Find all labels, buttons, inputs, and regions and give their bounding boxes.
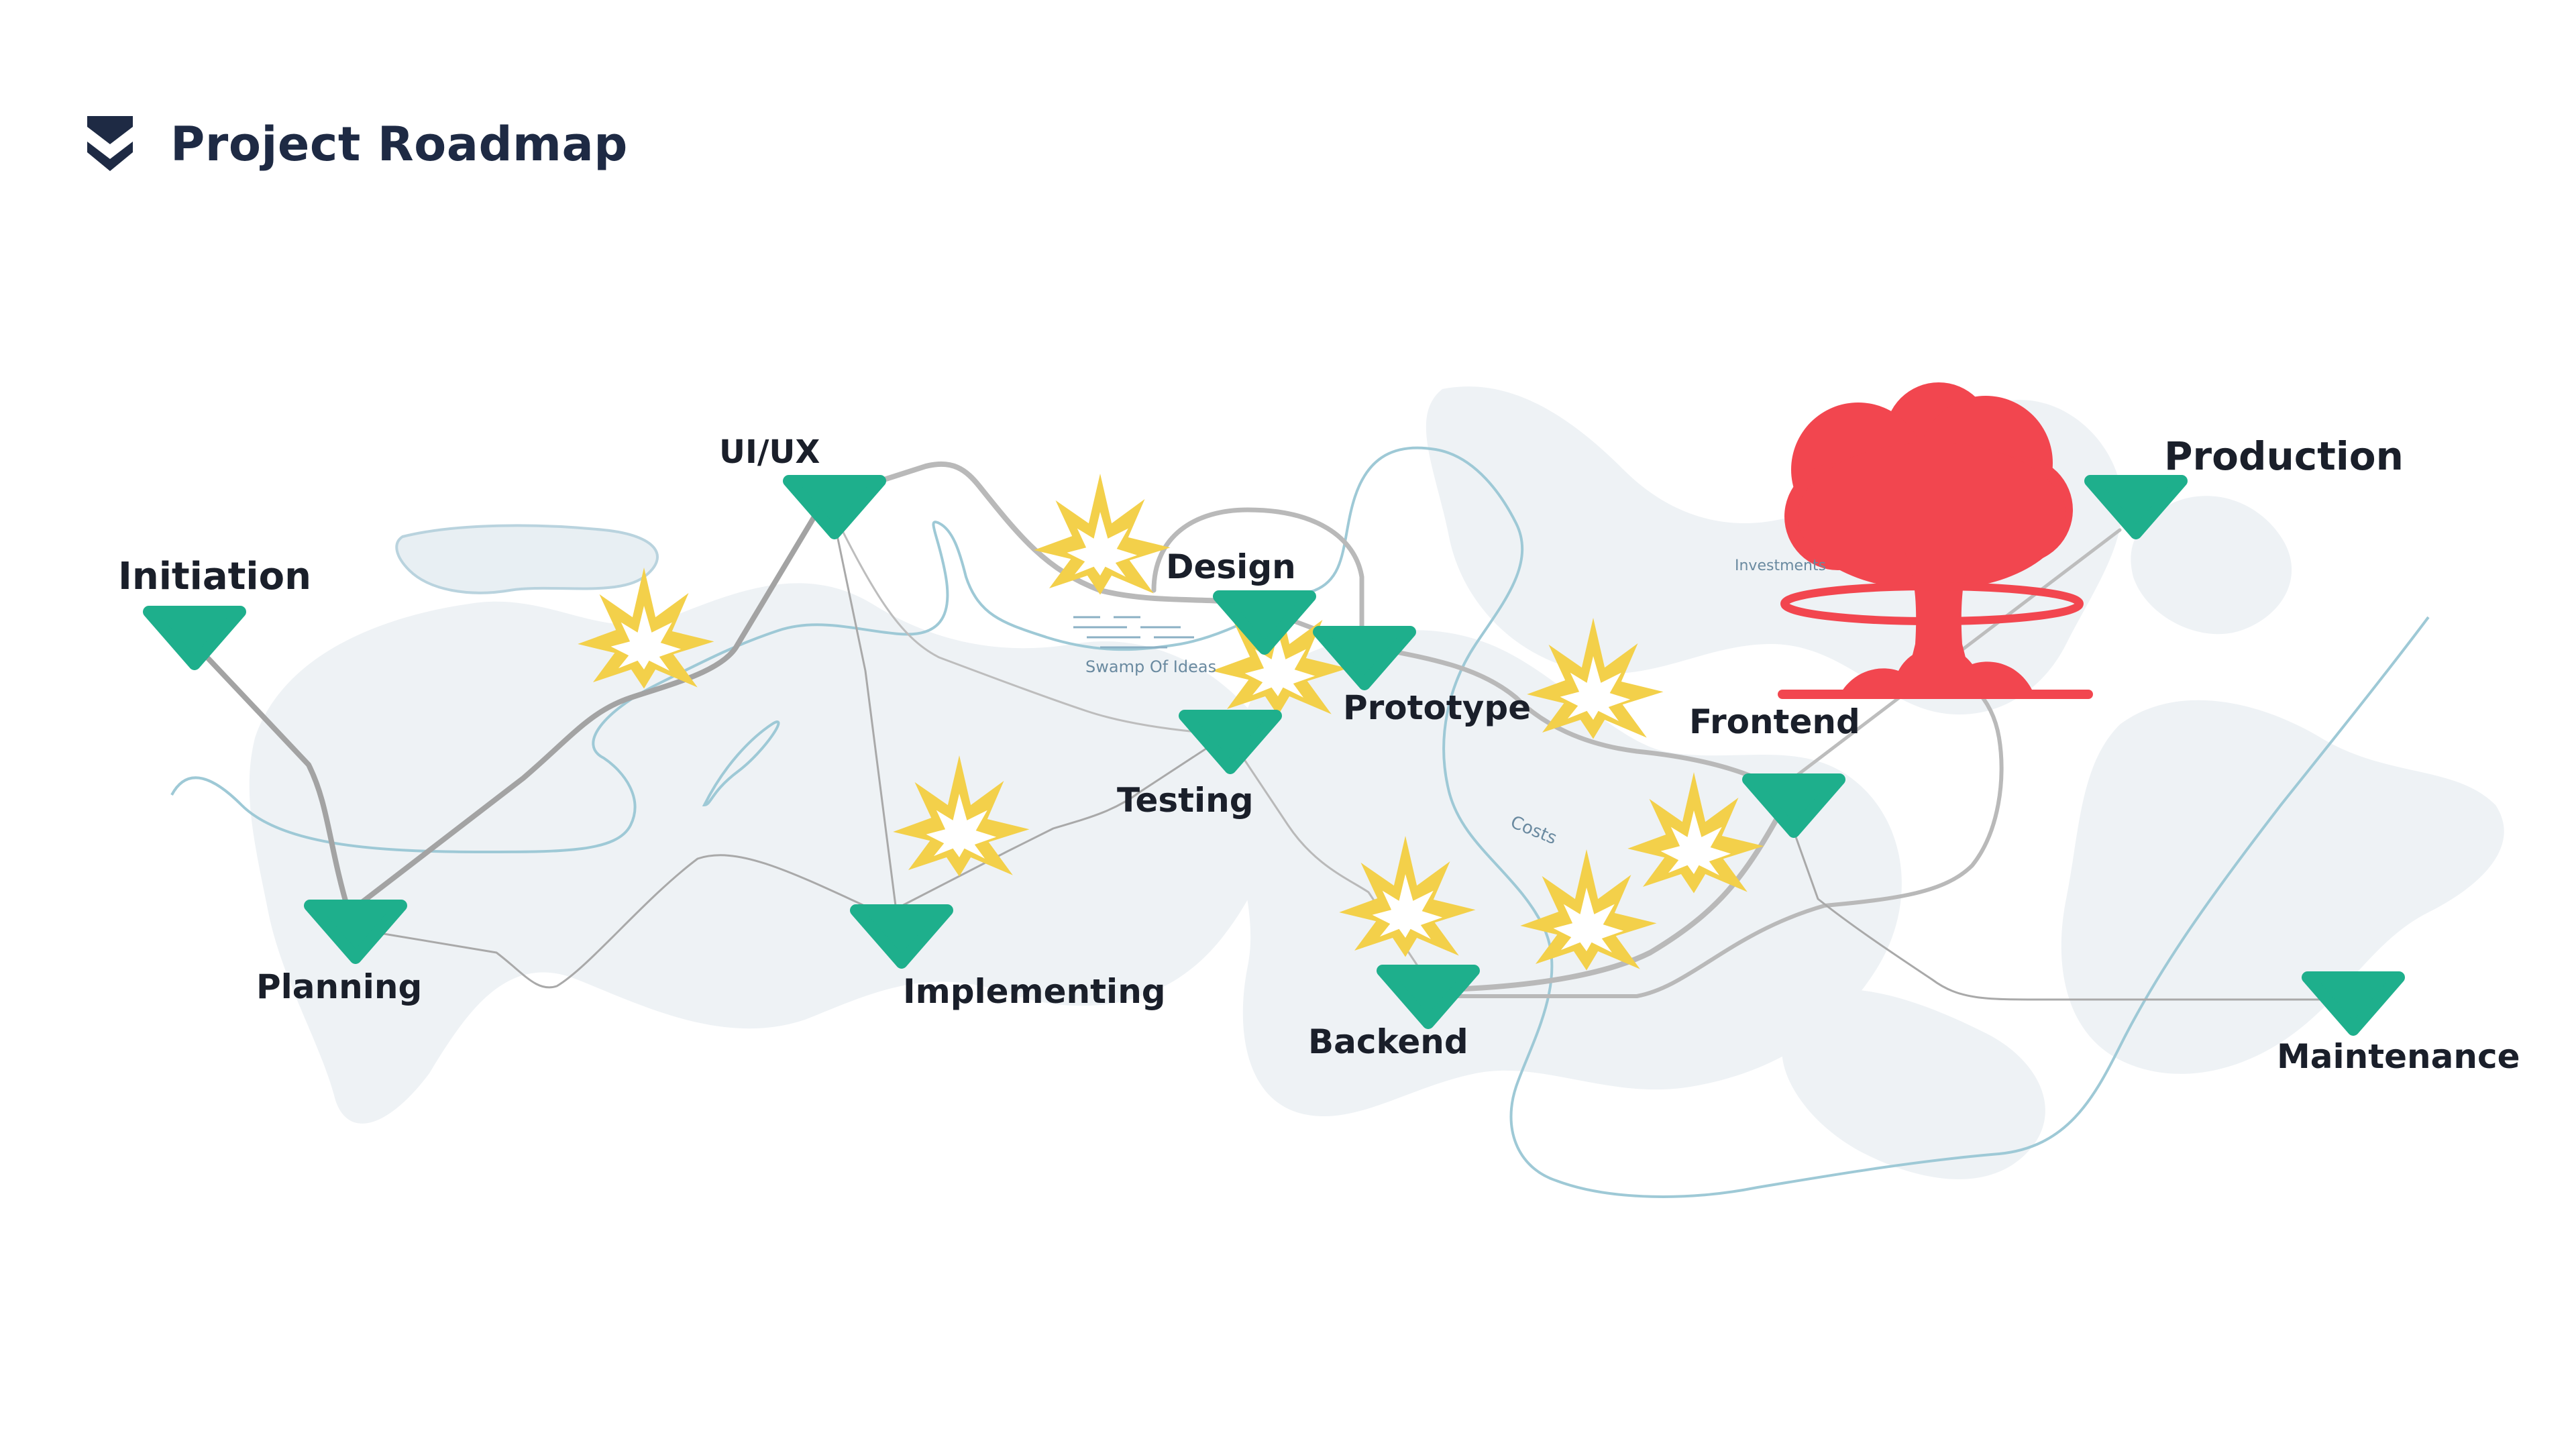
milestone-marker-testing — [1179, 710, 1282, 774]
milestone-marker-backend — [1377, 965, 1480, 1029]
node-label-backend: Backend — [1308, 1022, 1468, 1061]
explosion-icon — [1034, 474, 1171, 595]
investments-label: Investments — [1735, 557, 1826, 574]
chevron-double-down-icon — [87, 116, 133, 171]
header: Project Roadmap — [86, 107, 628, 181]
lakes — [395, 524, 659, 594]
node-labels: Initiation Planning UI/UX Implementing D… — [118, 433, 2520, 1076]
node-label-production: Production — [2164, 433, 2404, 479]
milestone-marker-frontend — [1742, 773, 1845, 838]
milestone-marker-initiation — [143, 606, 246, 670]
node-label-planning: Planning — [256, 967, 422, 1006]
node-markers — [143, 475, 2405, 1036]
node-label-design: Design — [1166, 547, 1296, 586]
swamp-marks — [1073, 616, 1194, 649]
milestone-marker-planning — [304, 900, 407, 964]
milestone-marker-implementing — [850, 904, 953, 969]
milestone-marker-design — [1213, 590, 1316, 655]
milestone-marker-maintenance — [2302, 971, 2405, 1036]
node-label-frontend: Frontend — [1689, 702, 1860, 741]
node-label-implementing: Implementing — [903, 972, 1166, 1011]
milestone-marker-uiux — [783, 475, 886, 539]
page-title: Project Roadmap — [170, 117, 628, 172]
rivers — [170, 446, 2430, 1198]
node-label-uiux: UI/UX — [719, 433, 820, 471]
mushroom-cloud-icon — [1778, 382, 2093, 699]
node-label-initiation: Initiation — [118, 555, 311, 598]
milestone-marker-prototype — [1313, 626, 1416, 690]
node-label-maintenance: Maintenance — [2277, 1037, 2520, 1076]
milestone-marker-production — [2084, 475, 2188, 539]
node-label-prototype: Prototype — [1343, 688, 1531, 727]
node-label-testing: Testing — [1117, 781, 1254, 820]
swamp-label: Swamp Of Ideas — [1085, 657, 1216, 676]
